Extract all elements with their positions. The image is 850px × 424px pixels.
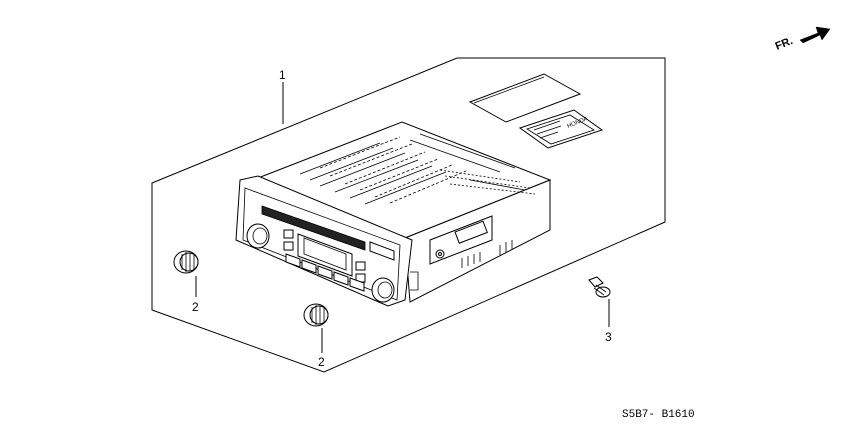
- preset-button: [283, 229, 294, 239]
- preset-button: [283, 241, 294, 251]
- volume-knob: [246, 223, 270, 249]
- callout-3: 3: [605, 330, 612, 344]
- label-card: HONDA: [518, 109, 604, 149]
- knob-front: [303, 303, 329, 327]
- callout-2-left: 2: [192, 300, 199, 314]
- cassette-slot: [261, 205, 366, 251]
- kit-boundary: [151, 57, 666, 373]
- preset-button-row: [285, 253, 365, 292]
- front-arrow-icon: [799, 26, 831, 44]
- faceplate: [235, 175, 413, 307]
- callout-2-front: 2: [318, 355, 325, 369]
- knob-left: [173, 250, 199, 274]
- rear-connector: [429, 215, 493, 265]
- tuning-knob: [371, 277, 395, 303]
- audio-unit: [235, 121, 552, 307]
- front-direction-label: FR.: [774, 35, 795, 53]
- front-direction-indicator: FR.: [774, 26, 831, 53]
- display-window: [297, 233, 353, 277]
- manual-sheet: [468, 73, 582, 123]
- screw: [588, 276, 611, 298]
- preset-button: [355, 261, 366, 271]
- drawing-code: S5B7- B1610: [622, 409, 695, 421]
- callout-1: 1: [279, 68, 286, 82]
- top-vent-slots: [299, 133, 536, 205]
- eject-button: [369, 241, 395, 261]
